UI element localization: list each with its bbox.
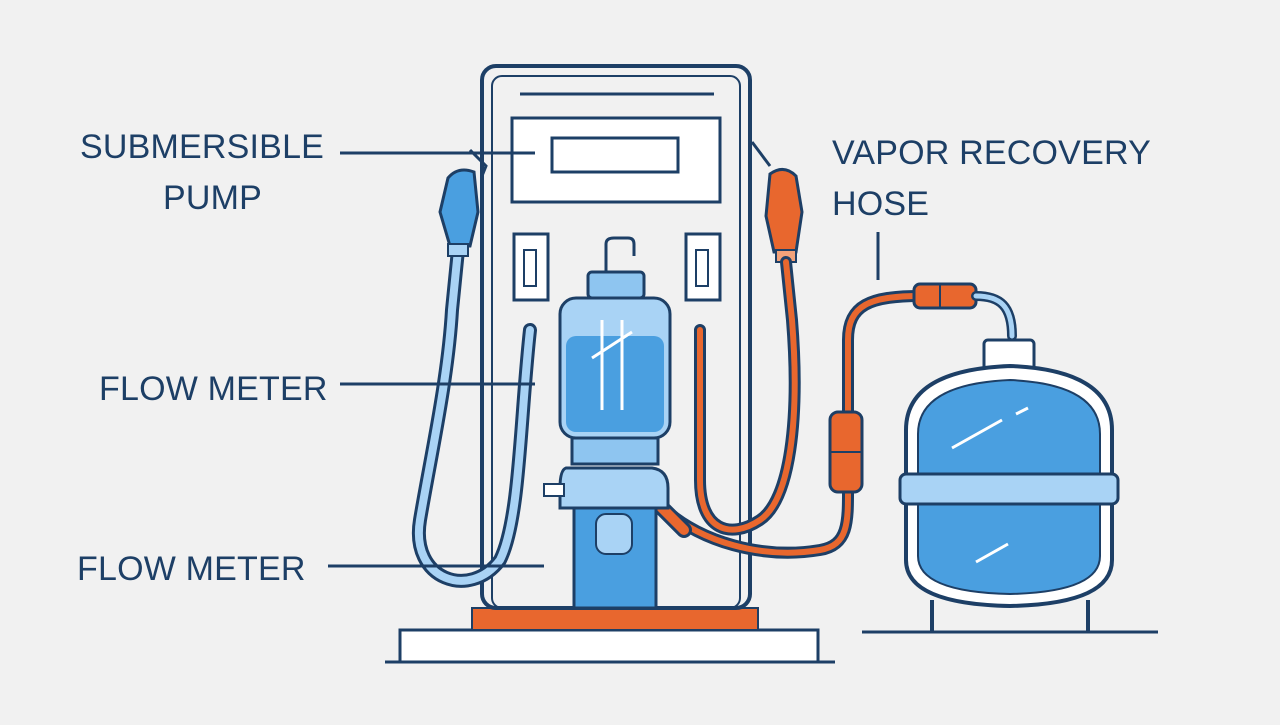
orange-nozzle [750, 141, 804, 263]
nozzle-holders [512, 232, 722, 302]
storage-tank [862, 338, 1158, 634]
label-vapor-recovery-line2: HOSE [832, 185, 930, 223]
blue-nozzle [438, 148, 488, 257]
blue-hose [411, 243, 537, 588]
flow-meter-bottle [558, 236, 672, 466]
label-submersible-pump-line1: SUBMERSIBLE [80, 128, 325, 166]
pump-body [543, 466, 670, 610]
label-submersible-pump-line2: PUMP [163, 179, 263, 217]
base-platform [385, 607, 835, 664]
leader-lines [328, 151, 880, 568]
label-flow-meter-top: FLOW METER [99, 370, 328, 408]
label-vapor-recovery-line1: VAPOR RECOVERY [832, 134, 1151, 172]
vapor-recovery-hose [652, 282, 1017, 559]
orange-hose [694, 256, 801, 536]
label-flow-meter-bottom: FLOW METER [77, 550, 306, 588]
